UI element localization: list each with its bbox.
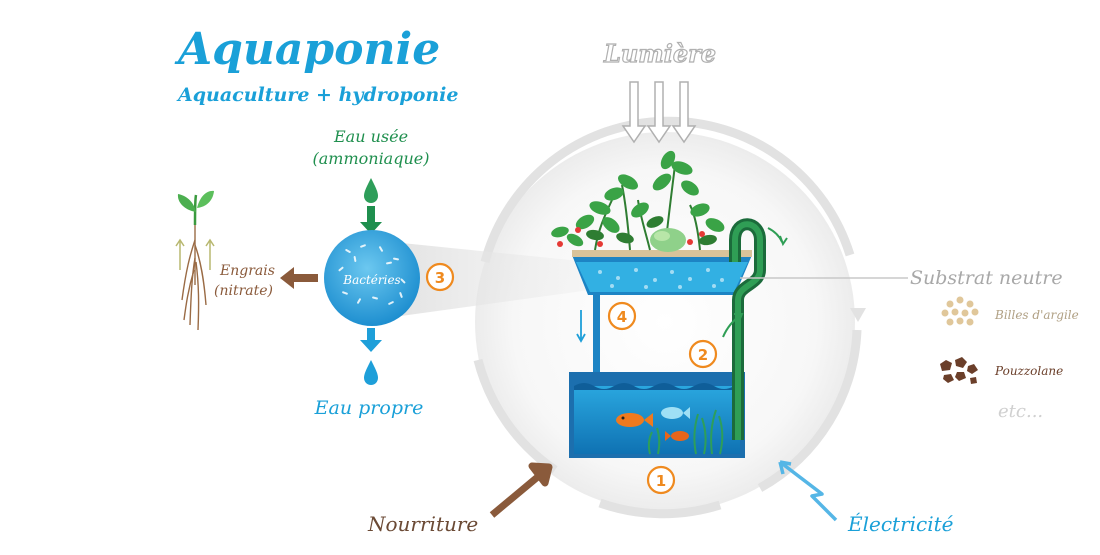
zoom-cone [372,240,590,320]
svg-text:3: 3 [435,269,445,287]
flow-arrow-icon [722,313,744,338]
pump-pipe [729,218,766,440]
page-title: Aquaponie [174,24,440,75]
fish-icon [665,431,689,441]
food-arrow-icon [489,462,553,518]
svg-text:2: 2 [698,346,708,364]
substrate-item-pozzolana: Pouzzolane [994,364,1063,378]
light-label: Lumière [603,39,716,68]
step-badge-1: 1 [646,465,676,495]
svg-text:4: 4 [617,308,627,326]
down-arrow-icon [576,310,586,343]
food-label: Nourriture [367,512,478,536]
flow-arrow-icon [767,227,788,247]
substrate-item-clay: Billes d'argile [994,308,1079,322]
fish-icon [616,413,653,427]
light-arrows [621,81,697,144]
down-arrow-icon [360,206,382,234]
bacteria-circle: Bactéries [324,230,420,326]
electricity-label: Électricité [847,512,954,536]
page-subtitle: Aquaculture + hydroponie [176,84,459,106]
down-arrow-icon [360,328,382,352]
plants-icon [551,150,725,252]
svg-text:1: 1 [656,472,666,490]
fertilizer-label-line2: (nitrate) [214,283,273,299]
wastewater-label-line1: Eau usée [333,127,408,146]
step-badge-3: 3 [425,262,455,292]
seedling-icon [175,190,215,331]
bacteria-label: Bactéries [342,273,400,287]
lightning-icon [778,460,838,522]
step-badge-2: 2 [688,339,718,369]
fish-icon [661,407,690,419]
step-badge-4: 4 [607,301,637,331]
substrate-heading: Substrat neutre [910,267,1063,289]
grow-bed [572,250,752,295]
drain-pipe [593,292,600,382]
fish-tank [569,372,745,458]
green-drop-icon [364,178,378,203]
clean-water-label: Eau propre [314,397,424,419]
substrate-etc: etc... [998,401,1043,422]
left-arrow-icon [280,267,318,289]
fertilizer-label-line1: Engrais [219,263,275,279]
wastewater-label-line2: (ammoniaque) [313,149,430,168]
pozzolana-icon [940,357,978,384]
blue-drop-icon [364,360,378,385]
clay-balls-icon [941,296,979,326]
